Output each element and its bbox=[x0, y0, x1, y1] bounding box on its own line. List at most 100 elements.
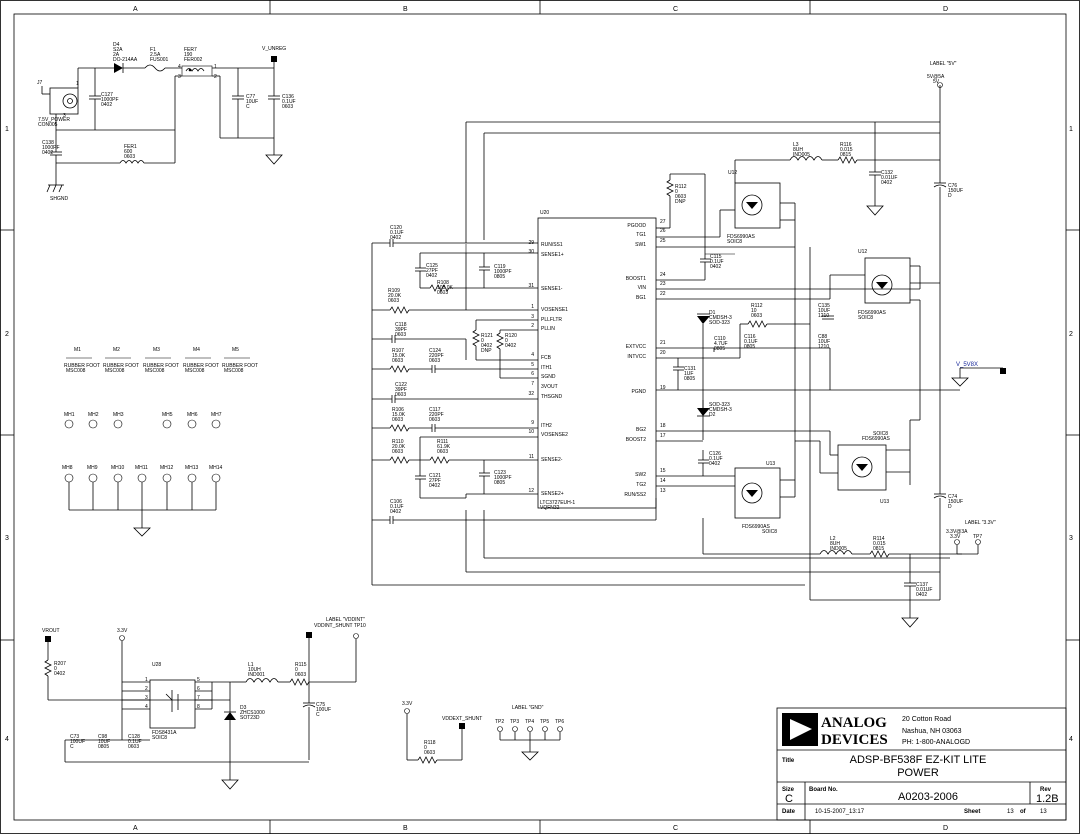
svg-text:9: 9 bbox=[531, 420, 534, 426]
inductor-l1 bbox=[245, 678, 279, 683]
svg-text:C137: C137 bbox=[916, 582, 928, 588]
svg-text:DNP: DNP bbox=[675, 199, 686, 205]
zone-col-b-bottom: B bbox=[403, 825, 408, 832]
svg-text:1UF: 1UF bbox=[684, 371, 693, 377]
svg-text:MSC008: MSC008 bbox=[105, 368, 125, 374]
svg-text:FCB: FCB bbox=[541, 355, 552, 361]
board-number: A0203-2006 bbox=[898, 791, 958, 803]
svg-text:10: 10 bbox=[751, 308, 757, 314]
adi-logo-devices: DEVICES bbox=[821, 732, 888, 748]
ground-symbol bbox=[866, 205, 884, 216]
svg-text:39PF: 39PF bbox=[395, 387, 407, 393]
svg-text:L3: L3 bbox=[793, 142, 799, 148]
mosfet-u28 bbox=[149, 679, 196, 729]
svg-text:0: 0 bbox=[295, 667, 298, 673]
svg-text:1000PF: 1000PF bbox=[494, 269, 512, 275]
svg-text:U13: U13 bbox=[880, 499, 889, 505]
mosfet-u12-mid bbox=[864, 257, 911, 304]
svg-text:M4: M4 bbox=[193, 347, 200, 353]
mounting-holes: MH1 MH2 MH3 MH5 MH6 MH7 MH8 MH9 MH10 MH1… bbox=[62, 412, 223, 537]
svg-text:BOOST2: BOOST2 bbox=[626, 437, 647, 443]
j7-ref: J7 bbox=[37, 80, 43, 86]
svg-text:0.01UF: 0.01UF bbox=[916, 587, 932, 593]
svg-text:10UF: 10UF bbox=[246, 99, 258, 105]
zone-col-c-bottom: C bbox=[673, 825, 678, 832]
svg-text:PGOOD: PGOOD bbox=[627, 223, 646, 229]
svg-text:SOD-323: SOD-323 bbox=[709, 402, 730, 408]
svg-text:105.0K: 105.0K bbox=[437, 285, 454, 291]
svg-text:1000PF: 1000PF bbox=[494, 475, 512, 481]
svg-text:C121: C121 bbox=[429, 473, 441, 479]
adi-logo-analog: ANALOG bbox=[821, 715, 887, 731]
svg-text:1210: 1210 bbox=[818, 313, 829, 319]
svg-text:SOD-323: SOD-323 bbox=[709, 320, 730, 326]
svg-text:VOSENSE2: VOSENSE2 bbox=[541, 432, 568, 438]
vddext-shunt-label: VDDEXT_SHUNT bbox=[442, 716, 482, 722]
board-label: Board No. bbox=[809, 787, 838, 793]
svg-text:R207: R207 bbox=[54, 661, 66, 667]
svg-text:23: 23 bbox=[660, 281, 666, 287]
sheet-label: Sheet bbox=[964, 809, 980, 815]
svg-text:C136: C136 bbox=[282, 94, 294, 100]
svg-text:0603: 0603 bbox=[424, 750, 435, 756]
svg-text:PGND: PGND bbox=[632, 389, 647, 395]
zone-col-c: C bbox=[673, 6, 678, 13]
svg-text:C135: C135 bbox=[818, 303, 830, 309]
svg-text:0603: 0603 bbox=[429, 417, 440, 423]
svg-text:12: 12 bbox=[528, 488, 534, 494]
svg-text:C110: C110 bbox=[714, 336, 726, 342]
zone-row-2-right: 2 bbox=[1069, 331, 1073, 338]
svg-text:0402: 0402 bbox=[916, 592, 927, 598]
svg-text:10UH: 10UH bbox=[248, 667, 261, 673]
svg-text:RUBBER FOOT: RUBBER FOOT bbox=[103, 363, 139, 369]
svg-text:10UF: 10UF bbox=[818, 308, 830, 314]
svg-text:PLLFLTR: PLLFLTR bbox=[541, 317, 562, 323]
svg-text:39PF: 39PF bbox=[395, 327, 407, 333]
label-5v: LABEL "5V" bbox=[930, 61, 957, 67]
svg-text:DNP: DNP bbox=[481, 348, 492, 354]
svg-text:0603: 0603 bbox=[429, 358, 440, 364]
diode-d2 bbox=[697, 408, 710, 416]
svg-text:0603: 0603 bbox=[388, 298, 399, 304]
svg-text:C116: C116 bbox=[744, 334, 756, 340]
v-tag-label: V_5V8X bbox=[956, 362, 978, 368]
diode-d3 bbox=[224, 712, 236, 720]
svg-text:0.015: 0.015 bbox=[840, 147, 853, 153]
fuse-f1 bbox=[144, 64, 166, 72]
svg-text:C120: C120 bbox=[390, 225, 402, 231]
ground-symbol bbox=[265, 154, 283, 165]
svg-text:11: 11 bbox=[529, 454, 534, 460]
svg-text:FDS6990AS: FDS6990AS bbox=[858, 310, 886, 316]
zone-row-1: 1 bbox=[5, 126, 9, 133]
svg-text:0603: 0603 bbox=[392, 449, 403, 455]
svg-text:VIN: VIN bbox=[638, 285, 647, 291]
svg-text:31: 31 bbox=[528, 283, 534, 289]
svg-text:100UF: 100UF bbox=[70, 739, 85, 745]
svg-text:0402: 0402 bbox=[505, 343, 516, 349]
svg-text:0603: 0603 bbox=[124, 154, 135, 160]
mosfet-u13-bottom bbox=[734, 467, 781, 519]
svg-text:6: 6 bbox=[531, 371, 534, 377]
svg-text:C73: C73 bbox=[70, 734, 79, 740]
svg-text:RUN/SS2: RUN/SS2 bbox=[624, 492, 646, 498]
svg-text:0.1UF: 0.1UF bbox=[390, 504, 404, 510]
svg-text:15: 15 bbox=[660, 468, 666, 474]
svg-text:27PF: 27PF bbox=[426, 268, 438, 274]
svg-text:U12: U12 bbox=[858, 249, 867, 255]
v-tag-port bbox=[1000, 368, 1006, 374]
svg-text:0603: 0603 bbox=[675, 194, 686, 200]
ground-symbol bbox=[133, 527, 151, 537]
svg-text:RUBBER FOOT: RUBBER FOOT bbox=[222, 363, 258, 369]
svg-text:SOIC8: SOIC8 bbox=[727, 239, 742, 245]
svg-text:R110: R110 bbox=[392, 439, 404, 445]
svg-text:0402: 0402 bbox=[42, 150, 53, 156]
svg-text:8UH: 8UH bbox=[830, 541, 840, 547]
svg-text:C: C bbox=[70, 744, 74, 750]
zone-row-2: 2 bbox=[5, 331, 9, 338]
svg-text:0603: 0603 bbox=[751, 313, 762, 319]
svg-text:27: 27 bbox=[660, 219, 666, 225]
svg-text:SOIC8: SOIC8 bbox=[873, 431, 888, 437]
svg-text:C132: C132 bbox=[881, 170, 893, 176]
svg-text:600: 600 bbox=[124, 149, 133, 155]
svg-text:1: 1 bbox=[214, 64, 217, 70]
